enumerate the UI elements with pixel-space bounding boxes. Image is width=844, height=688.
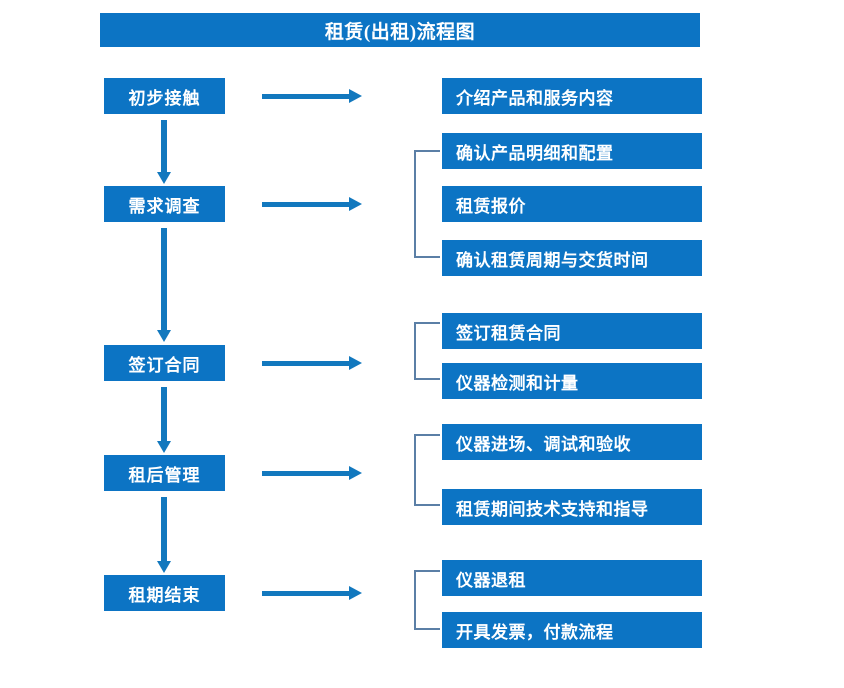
- arrow-shaft: [262, 361, 350, 366]
- horizontal-arrow-1: [262, 89, 362, 103]
- detail-box-7[interactable]: 仪器进场、调试和验收: [442, 424, 702, 460]
- horizontal-arrow-4: [262, 466, 362, 480]
- arrow-shaft: [262, 202, 350, 207]
- stage-box-2[interactable]: 需求调查: [104, 186, 225, 222]
- stage-box-3[interactable]: 签订合同: [104, 345, 225, 381]
- vertical-arrow-3: [157, 387, 171, 453]
- arrow-head-icon: [349, 89, 362, 103]
- group-bracket-4: [414, 570, 440, 630]
- arrow-head-icon: [349, 356, 362, 370]
- group-bracket-3: [414, 434, 440, 506]
- detail-box-1[interactable]: 介绍产品和服务内容: [442, 78, 702, 114]
- horizontal-arrow-3: [262, 356, 362, 370]
- group-bracket-1: [414, 150, 440, 258]
- detail-box-4[interactable]: 确认租赁周期与交货时间: [442, 240, 702, 276]
- vertical-arrow-4: [157, 497, 171, 573]
- arrow-head-icon: [157, 330, 171, 342]
- detail-box-2[interactable]: 确认产品明细和配置: [442, 133, 702, 169]
- arrow-shaft: [161, 497, 167, 561]
- arrow-shaft: [161, 120, 167, 172]
- arrow-shaft: [262, 591, 350, 596]
- detail-box-10[interactable]: 开具发票，付款流程: [442, 612, 702, 648]
- arrow-shaft: [262, 94, 350, 99]
- arrow-head-icon: [349, 197, 362, 211]
- arrow-head-icon: [157, 561, 171, 573]
- detail-box-9[interactable]: 仪器退租: [442, 560, 702, 596]
- arrow-head-icon: [349, 466, 362, 480]
- page-title: 租赁(出租)流程图: [100, 13, 700, 47]
- detail-box-3[interactable]: 租赁报价: [442, 186, 702, 222]
- arrow-shaft: [161, 387, 167, 441]
- arrow-head-icon: [157, 172, 171, 184]
- arrow-head-icon: [349, 586, 362, 600]
- vertical-arrow-1: [157, 120, 171, 184]
- detail-box-8[interactable]: 租赁期间技术支持和指导: [442, 489, 702, 525]
- vertical-arrow-2: [157, 228, 171, 342]
- arrow-shaft: [262, 471, 350, 476]
- horizontal-arrow-2: [262, 197, 362, 211]
- stage-box-4[interactable]: 租后管理: [104, 455, 225, 491]
- horizontal-arrow-5: [262, 586, 362, 600]
- stage-box-1[interactable]: 初步接触: [104, 78, 225, 114]
- detail-box-5[interactable]: 签订租赁合同: [442, 313, 702, 349]
- stage-box-5[interactable]: 租期结束: [104, 575, 225, 611]
- arrow-shaft: [161, 228, 167, 330]
- group-bracket-2: [414, 322, 440, 380]
- detail-box-6[interactable]: 仪器检测和计量: [442, 363, 702, 399]
- arrow-head-icon: [157, 441, 171, 453]
